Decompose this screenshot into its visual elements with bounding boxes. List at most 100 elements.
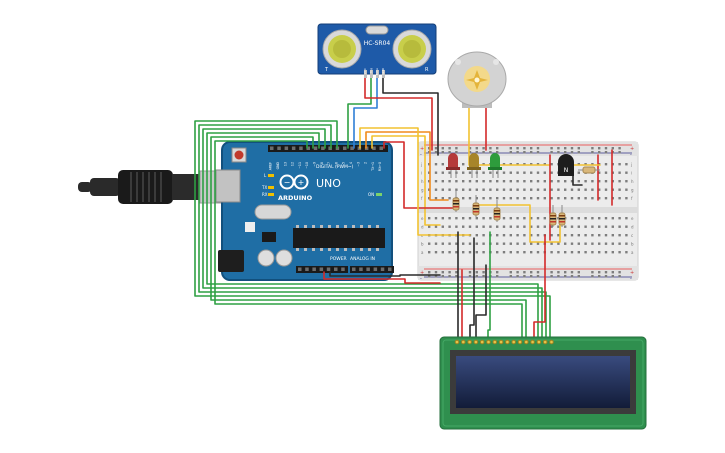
lcd-pin[interactable] <box>505 339 510 345</box>
digital-pin[interactable] <box>277 146 281 151</box>
rail-hole[interactable] <box>557 147 560 150</box>
breadboard-hole[interactable] <box>530 197 533 200</box>
breadboard-hole[interactable] <box>502 180 506 183</box>
sensor-pin[interactable] <box>376 70 379 78</box>
breadboard-hole[interactable] <box>598 242 601 245</box>
sensor-pin[interactable] <box>382 70 385 78</box>
breadboard-hole[interactable] <box>530 242 533 245</box>
breadboard-hole[interactable] <box>530 251 533 254</box>
power-pin[interactable] <box>298 267 302 272</box>
breadboard-hole[interactable] <box>482 251 485 254</box>
breadboard-hole[interactable] <box>604 197 608 200</box>
breadboard-hole[interactable] <box>625 163 628 166</box>
breadboard-hole[interactable] <box>462 251 465 254</box>
breadboard-hole[interactable] <box>604 171 608 174</box>
breadboard-hole[interactable] <box>625 180 628 183</box>
rail-hole[interactable] <box>434 151 438 154</box>
lcd-pin[interactable] <box>479 339 485 345</box>
breadboard-hole[interactable] <box>489 217 492 220</box>
breadboard-hole[interactable] <box>618 242 621 245</box>
breadboard-hole[interactable] <box>591 188 594 191</box>
breadboard-hole[interactable] <box>611 225 614 228</box>
breadboard-hole[interactable] <box>604 225 608 228</box>
rail-hole[interactable] <box>564 147 567 150</box>
digital-pin[interactable] <box>328 146 332 151</box>
breadboard-hole[interactable] <box>530 180 533 183</box>
rail-hole[interactable] <box>509 151 512 154</box>
rail-hole[interactable] <box>516 271 519 274</box>
breadboard-hole[interactable] <box>598 197 601 200</box>
breadboard-hole[interactable] <box>475 197 478 200</box>
breadboard-hole[interactable] <box>489 188 492 191</box>
breadboard-hole[interactable] <box>475 180 478 183</box>
breadboard-hole[interactable] <box>570 188 574 191</box>
breadboard-hole[interactable] <box>591 180 594 183</box>
rail-hole[interactable] <box>523 151 526 154</box>
rail-hole[interactable] <box>598 271 601 274</box>
breadboard-hole[interactable] <box>428 225 431 228</box>
breadboard-hole[interactable] <box>468 197 472 200</box>
rail-hole[interactable] <box>564 271 567 274</box>
digital-pin[interactable] <box>291 146 296 151</box>
breadboard-hole[interactable] <box>441 217 444 220</box>
breadboard-hole[interactable] <box>489 197 492 200</box>
breadboard-hole[interactable] <box>536 197 540 200</box>
breadboard-hole[interactable] <box>550 171 553 174</box>
rail-hole[interactable] <box>489 147 492 150</box>
breadboard-hole[interactable] <box>625 188 628 191</box>
breadboard-hole[interactable] <box>543 171 546 174</box>
rail-hole[interactable] <box>482 147 485 150</box>
breadboard-hole[interactable] <box>455 217 458 220</box>
breadboard-hole[interactable] <box>618 251 621 254</box>
rail-hole[interactable] <box>577 151 580 154</box>
rail-hole[interactable] <box>455 147 458 150</box>
rail-hole[interactable] <box>598 147 601 150</box>
breadboard-hole[interactable] <box>509 217 512 220</box>
breadboard-hole[interactable] <box>536 217 540 220</box>
breadboard-hole[interactable] <box>502 242 506 245</box>
breadboard-hole[interactable] <box>625 171 628 174</box>
breadboard-hole[interactable] <box>523 242 526 245</box>
breadboard-hole[interactable] <box>584 251 587 254</box>
rail-hole[interactable] <box>441 275 444 278</box>
rail-hole[interactable] <box>516 275 519 278</box>
breadboard-hole[interactable] <box>584 234 587 237</box>
rail-hole[interactable] <box>618 275 621 278</box>
breadboard-hole[interactable] <box>530 188 533 191</box>
breadboard-hole[interactable] <box>523 251 526 254</box>
lcd-pin[interactable] <box>536 339 542 345</box>
breadboard-hole[interactable] <box>570 242 574 245</box>
breadboard-hole[interactable] <box>625 251 628 254</box>
rail-hole[interactable] <box>428 271 431 274</box>
power-pin[interactable] <box>312 267 316 272</box>
breadboard-hole[interactable] <box>611 251 614 254</box>
breadboard-hole[interactable] <box>584 242 587 245</box>
lcd-pin[interactable] <box>498 339 504 345</box>
rail-hole[interactable] <box>509 275 512 278</box>
rail-hole[interactable] <box>611 271 614 274</box>
breadboard-hole[interactable] <box>598 234 601 237</box>
breadboard-hole[interactable] <box>516 180 519 183</box>
analog-pin[interactable] <box>380 267 385 272</box>
rail-hole[interactable] <box>564 275 567 278</box>
breadboard-hole[interactable] <box>536 234 540 237</box>
breadboard-hole[interactable] <box>455 242 458 245</box>
breadboard-hole[interactable] <box>496 234 499 237</box>
breadboard-hole[interactable] <box>516 234 519 237</box>
breadboard-hole[interactable] <box>591 225 594 228</box>
breadboard-hole[interactable] <box>577 251 580 254</box>
breadboard-hole[interactable] <box>482 242 485 245</box>
breadboard-hole[interactable] <box>434 242 438 245</box>
breadboard-hole[interactable] <box>496 197 499 200</box>
rail-hole[interactable] <box>557 275 560 278</box>
breadboard-hole[interactable] <box>441 180 444 183</box>
rail-hole[interactable] <box>475 151 478 154</box>
breadboard-hole[interactable] <box>557 251 560 254</box>
rail-hole[interactable] <box>530 151 533 154</box>
breadboard-hole[interactable] <box>557 188 560 191</box>
breadboard-hole[interactable] <box>496 171 499 174</box>
breadboard-hole[interactable] <box>618 180 621 183</box>
breadboard-hole[interactable] <box>625 197 628 200</box>
breadboard-hole[interactable] <box>462 242 465 245</box>
digital-pin[interactable] <box>321 146 325 151</box>
